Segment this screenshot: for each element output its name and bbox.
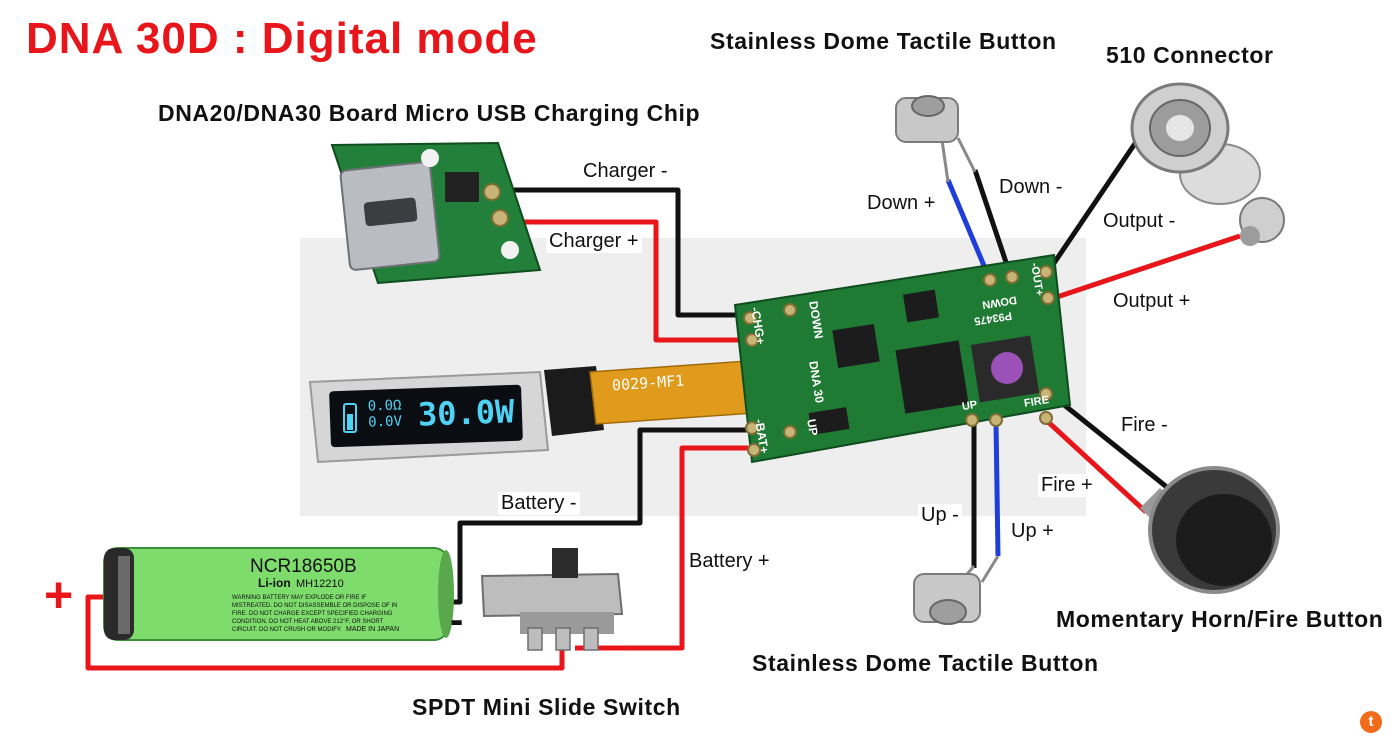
label-up-positive: Up +: [1008, 520, 1057, 543]
wire-output-positive: [1047, 233, 1241, 303]
label-charger-negative: Charger -: [580, 160, 671, 183]
wire-battery-positive-to-switch: [85, 594, 565, 671]
label-usb-charging: DNA20/DNA30 Board Micro USB Charging Chi…: [158, 100, 701, 126]
watermark-logo: t: [1360, 711, 1382, 733]
connector-510: [1130, 82, 1285, 246]
battery-18650: [103, 547, 454, 641]
wire-output-negative: [1045, 140, 1139, 274]
wire-fire-positive: [1044, 418, 1148, 514]
label-output-positive: Output +: [1110, 290, 1194, 313]
label-dome-button-top: Stainless Dome Tactile Button: [710, 28, 1057, 54]
usb-charging-board: [330, 141, 542, 285]
oled-display: [308, 359, 769, 464]
battery-minus-symbol: -: [450, 598, 464, 642]
label-battery-positive: Battery +: [686, 550, 773, 573]
oled-voltage: 0.0V: [368, 413, 403, 431]
label-output-negative: Output -: [1100, 210, 1179, 233]
label-charger-positive: Charger +: [546, 230, 642, 253]
wire-fire-negative: [1046, 390, 1170, 490]
page-title: DNA 30D : Digital mode: [26, 14, 538, 63]
wire-down-positive: [945, 179, 993, 281]
board-pin-up: UP: [961, 398, 979, 414]
battery-origin: MADE IN JAPAN: [346, 626, 400, 633]
battery-level-icon: [343, 403, 357, 433]
wire-charger-positive: [515, 219, 748, 343]
dome-button-top: [895, 95, 977, 183]
label-battery-negative: Battery -: [498, 492, 580, 515]
oled-power: 30.0W: [417, 392, 515, 434]
slide-switch: [480, 548, 624, 651]
battery-type: Li-ion: [258, 576, 291, 590]
battery-plus-symbol: +: [44, 567, 74, 623]
dna30-board: [733, 253, 1072, 464]
wire-up-positive: [993, 421, 1001, 557]
board-pin-up-left: UP: [804, 418, 821, 437]
wire-battery-positive: [575, 445, 748, 651]
wire-charger-negative: [495, 187, 748, 318]
battery-warning: WARNING BATTERY MAY EXPLODE OR FIRE IF M…: [232, 595, 398, 633]
fire-button: [1140, 466, 1280, 594]
wire-battery-negative: [440, 427, 748, 605]
label-up-negative: Up -: [918, 504, 962, 527]
label-fire-button: Momentary Horn/Fire Button: [1056, 606, 1384, 632]
oled-resistance: 0.0Ω: [367, 397, 402, 415]
label-510-connector: 510 Connector: [1106, 42, 1274, 68]
label-down-negative: Down -: [996, 176, 1066, 199]
main-chip: [895, 340, 969, 414]
label-slide-switch: SPDT Mini Slide Switch: [412, 694, 681, 720]
battery-code: MH12210: [296, 578, 344, 590]
label-fire-negative: Fire -: [1118, 414, 1171, 437]
label-fire-positive: Fire +: [1038, 474, 1096, 497]
battery-model: NCR18650B: [250, 556, 357, 577]
dome-button-bottom: [913, 555, 1000, 625]
oled-readouts: 0.0Ω 0.0V: [367, 397, 402, 430]
label-dome-button-bottom: Stainless Dome Tactile Button: [752, 650, 1099, 676]
label-down-positive: Down +: [864, 192, 939, 215]
